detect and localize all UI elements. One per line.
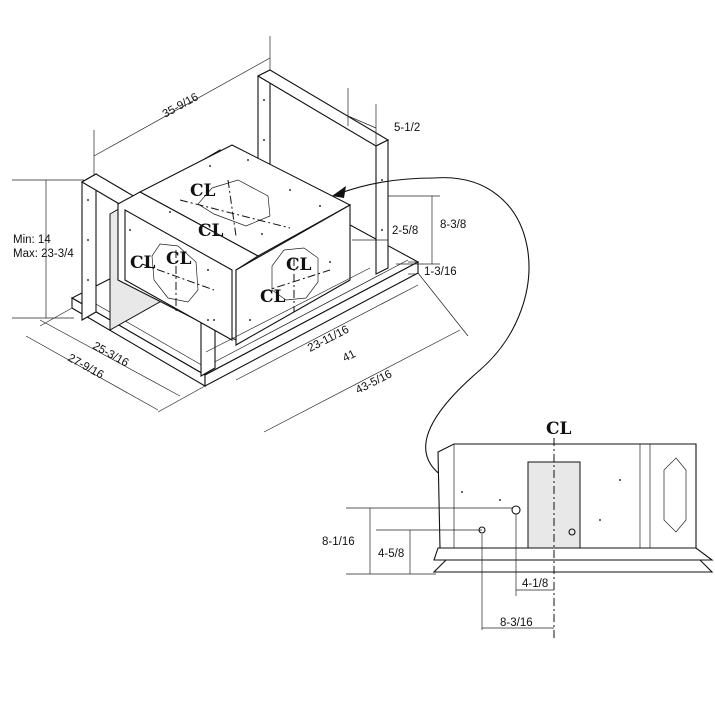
detail-dimension-lines: 8-1/16 4-5/8 4-1/8 8-3/16 xyxy=(322,507,554,630)
box-front-right-face xyxy=(235,204,351,346)
rear-top-bar xyxy=(256,69,390,147)
rear-right-upright xyxy=(375,139,389,275)
detail-centerline-symbol: CL xyxy=(546,419,572,439)
dim-detail-height-outer: 8-1/16 xyxy=(322,536,355,548)
centerline-symbol-top: CL xyxy=(190,181,216,201)
box-front-panel xyxy=(124,209,233,341)
detail-side-octagon xyxy=(663,457,687,533)
dim-overall-width: 41 xyxy=(341,348,358,365)
dim-depth-outer: 27-9/16 xyxy=(66,352,106,381)
dim-height-max: Max: 23-3/4 xyxy=(13,248,74,260)
front-left-upright xyxy=(81,173,97,321)
dim-detail-offset-outer: 8-3/16 xyxy=(500,617,533,629)
centerline-symbol-left-2: CL xyxy=(166,249,192,269)
dim-depth-offset: 5-1/2 xyxy=(394,122,420,134)
detail-base-plinth xyxy=(432,559,714,573)
centerline-symbol-right: CL xyxy=(286,255,312,275)
dim-frame-height: 8-3/8 xyxy=(440,219,466,231)
left-octagon-cutout xyxy=(151,243,199,303)
dim-base-height: 1-3/16 xyxy=(424,266,457,278)
detail-base-top xyxy=(433,547,714,561)
dim-outer-width: 43-5/16 xyxy=(354,368,394,396)
dim-detail-offset-inner: 4-1/8 xyxy=(522,578,548,590)
centerline-symbol-top-2: CL xyxy=(198,221,224,241)
isometric-hood-unit: CL CL CL CL CL CL xyxy=(70,69,420,387)
dim-detail-height-inner: 4-5/8 xyxy=(378,548,404,560)
detail-view-unit: CL xyxy=(432,419,714,640)
dim-width-top: 35-9/16 xyxy=(161,91,201,120)
centerline-symbol-left: CL xyxy=(130,253,156,273)
rivet-dots xyxy=(87,99,383,321)
right-octagon-cutout xyxy=(271,247,319,301)
dim-inset-top: 2-5/8 xyxy=(392,225,418,237)
dim-height-min: Min: 14 xyxy=(13,234,51,246)
centerline-symbol-right-2: CL xyxy=(260,287,286,307)
